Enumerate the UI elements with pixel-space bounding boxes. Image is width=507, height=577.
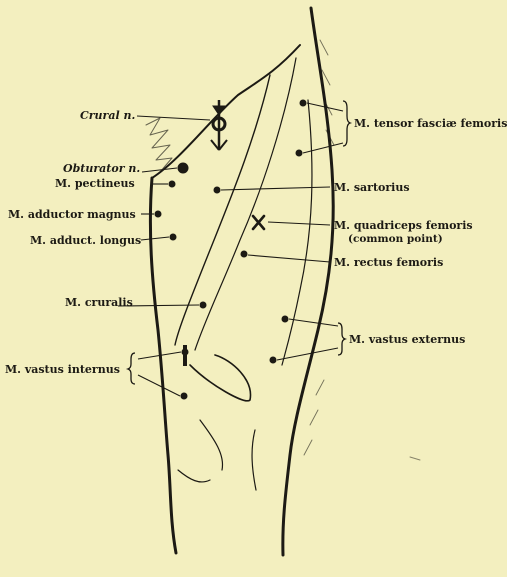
- leader-vastus-internus-2: [138, 375, 180, 396]
- cruralis-point: [200, 302, 207, 309]
- leader-rectus: [248, 255, 330, 262]
- tensor-point-2: [296, 150, 303, 157]
- vastus-externus-label: M. vastus externus: [349, 333, 465, 346]
- sartorius-line-a: [175, 75, 270, 345]
- rectus-point: [241, 251, 248, 258]
- vastus-internus-point-2: [181, 393, 188, 400]
- brace-vastus-internus: [128, 353, 135, 384]
- obturator-point: [178, 163, 189, 174]
- tensor-point-1: [300, 100, 307, 107]
- knee-curve-c: [178, 470, 210, 482]
- quadriceps-label: M. quadriceps femoris: [334, 219, 473, 232]
- adductor-longus-label: M. adduct. longus: [30, 234, 141, 247]
- knee-curve-a: [200, 420, 223, 470]
- fascia-line: [282, 100, 312, 365]
- crural-nerve-label: Crural n.: [80, 109, 135, 122]
- obturator-nerve-label: Obturator n.: [63, 162, 140, 175]
- sartorius-line-b: [195, 58, 296, 350]
- leader-obturator: [142, 168, 177, 172]
- leader-tensor-2: [303, 143, 343, 153]
- rectus-femoris-label: M. rectus femoris: [334, 256, 443, 269]
- crural-nerve-symbol: [211, 100, 227, 150]
- inguinal-line: [152, 45, 300, 178]
- vastus-internus-point-1: [182, 349, 189, 356]
- adductor-longus-point: [170, 234, 177, 241]
- adductor-magnus-point: [155, 211, 162, 218]
- leader-crural: [137, 116, 210, 120]
- sartorius-point: [214, 187, 221, 194]
- leader-adductor-longus: [141, 237, 169, 240]
- patella-outline: [190, 355, 250, 401]
- vastus-externus-point-1: [282, 316, 289, 323]
- vastus-internus-label: M. vastus internus: [5, 363, 120, 376]
- pectineus-label: M. pectineus: [55, 177, 135, 190]
- pectineus-point: [169, 181, 176, 188]
- sartorius-label: M. sartorius: [334, 181, 410, 194]
- quadriceps-sub-label: (common point): [348, 233, 443, 246]
- pubic-hatching: [146, 118, 172, 172]
- cruralis-label: M. cruralis: [65, 296, 133, 309]
- leader-quadriceps: [268, 222, 330, 225]
- leader-sartorius: [221, 187, 330, 190]
- stray-mark: [410, 457, 420, 460]
- vastus-externus-point-2: [270, 357, 277, 364]
- brace-tensor: [343, 101, 350, 146]
- lateral-contour: [283, 8, 333, 555]
- quadriceps-x-mark: [253, 216, 264, 229]
- tensor-fasciae-label: M. tensor fasciæ femoris: [354, 117, 507, 130]
- adductor-magnus-label: M. adductor magnus: [8, 208, 136, 221]
- knee-curve-b: [252, 430, 256, 490]
- brace-vastus-externus: [338, 323, 345, 355]
- leader-vastus-externus-1: [289, 319, 338, 326]
